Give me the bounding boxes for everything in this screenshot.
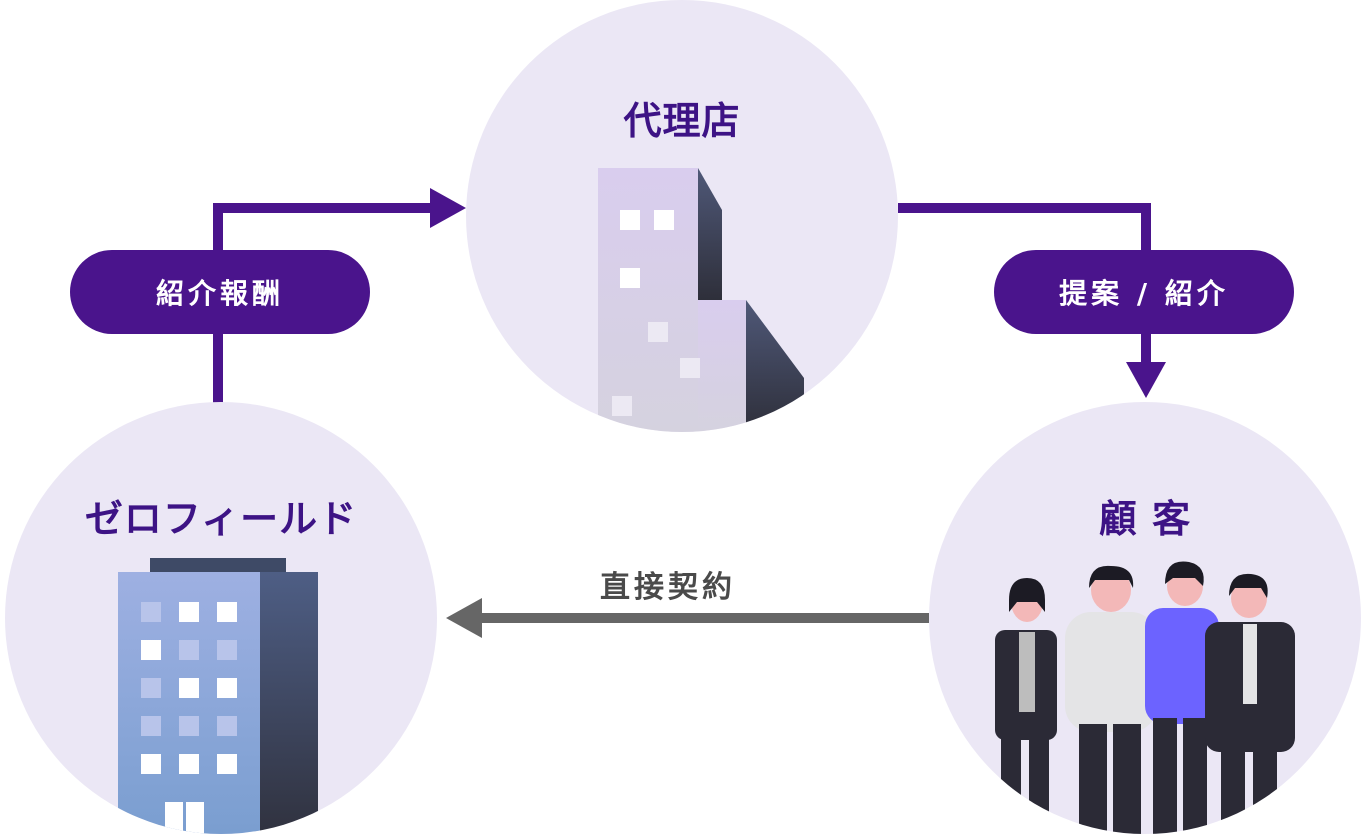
commission-label: 紹介報酬: [70, 250, 370, 334]
client-title: 顧 客: [1098, 497, 1192, 541]
people-group-icon: [995, 561, 1295, 834]
person-man-sweater-icon: [1065, 565, 1157, 834]
person-man-suit-icon: [1205, 573, 1295, 834]
zerofield-node: ゼロフィールド: [5, 402, 437, 834]
proposal-label: 提案 / 紹介: [994, 250, 1294, 334]
agency-building-icon: [598, 168, 804, 432]
person-man-purple-icon: [1145, 561, 1219, 834]
zerofield-title: ゼロフィールド: [84, 497, 358, 541]
proposal-arrowhead: [1126, 362, 1166, 398]
agency-title: 代理店: [623, 99, 741, 143]
zerofield-building-icon: [118, 558, 318, 834]
commission-line: [213, 203, 440, 404]
direct-contract-arrowhead: [446, 598, 482, 638]
direct-contract-label: 直接契約: [600, 570, 736, 605]
client-node: 顧 客: [929, 402, 1361, 834]
agency-node: 代理店: [466, 0, 898, 432]
person-woman-icon: [995, 578, 1057, 834]
commission-arrowhead: [430, 188, 466, 228]
